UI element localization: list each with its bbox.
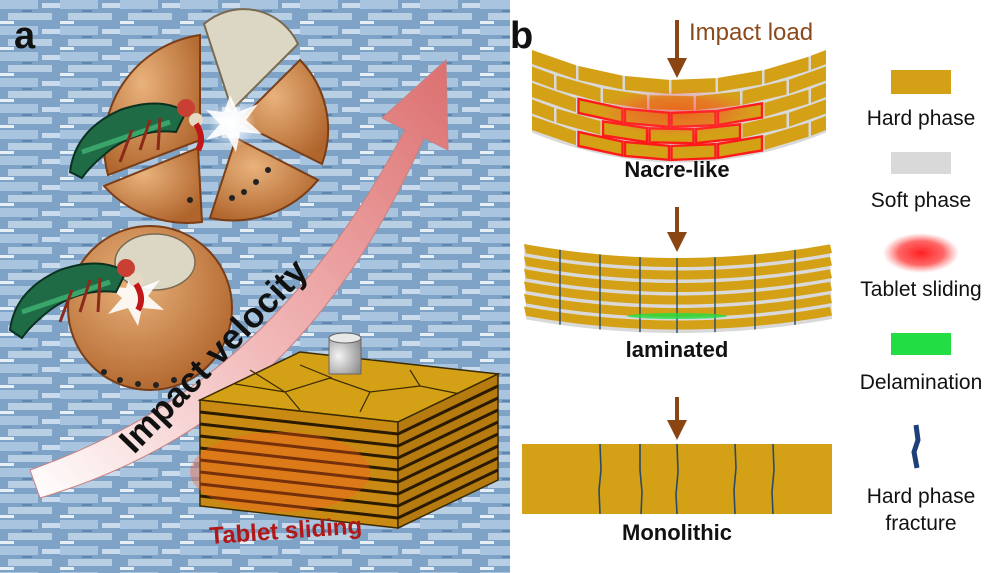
impact-load-label: Impact load	[689, 19, 813, 46]
monolithic-structure	[522, 443, 832, 515]
structure-label-nacre-like: Nacre-like	[624, 157, 729, 182]
mantis-shrimp-upper	[68, 99, 204, 180]
legend-label-hard-phase-fracture-line2: fracture	[885, 512, 956, 535]
structure-label-laminated: laminated	[626, 337, 729, 362]
legend-label-delamination: Delamination	[860, 371, 983, 394]
panel-b: b Impact load Nacre-like laminated	[510, 15, 982, 545]
impact-load-arrow	[667, 20, 687, 78]
panel-b-letter: b	[510, 15, 533, 57]
legend-swatch-tablet-sliding	[883, 233, 959, 273]
legend-swatch-hard-phase	[891, 70, 951, 94]
legend-swatch-soft-phase	[891, 152, 951, 174]
panel-a-letter: a	[14, 15, 36, 57]
impact-load-arrow-2	[667, 207, 687, 252]
structure-label-monolithic: Monolithic	[622, 520, 732, 545]
legend-label-hard-phase: Hard phase	[867, 107, 976, 130]
legend: Hard phase Soft phase Tablet sliding Del…	[860, 70, 983, 535]
nacre-block	[190, 332, 501, 530]
legend-label-hard-phase-fracture-line1: Hard phase	[867, 485, 976, 508]
nacre-like-structure	[532, 50, 826, 163]
legend-swatch-hard-phase-fracture	[911, 424, 921, 469]
impact-velocity-arrow	[29, 58, 449, 499]
legend-label-tablet-sliding: Tablet sliding	[860, 278, 981, 301]
panel-a: Impact velocity Tablet sliding	[0, 0, 510, 573]
legend-swatch-delamination	[891, 333, 951, 355]
impact-flash-lower	[108, 270, 164, 326]
laminated-structure	[524, 244, 832, 333]
mantis-shrimp-lower	[8, 259, 144, 340]
legend-label-soft-phase: Soft phase	[871, 189, 971, 212]
impact-load-arrow-3	[667, 397, 687, 440]
